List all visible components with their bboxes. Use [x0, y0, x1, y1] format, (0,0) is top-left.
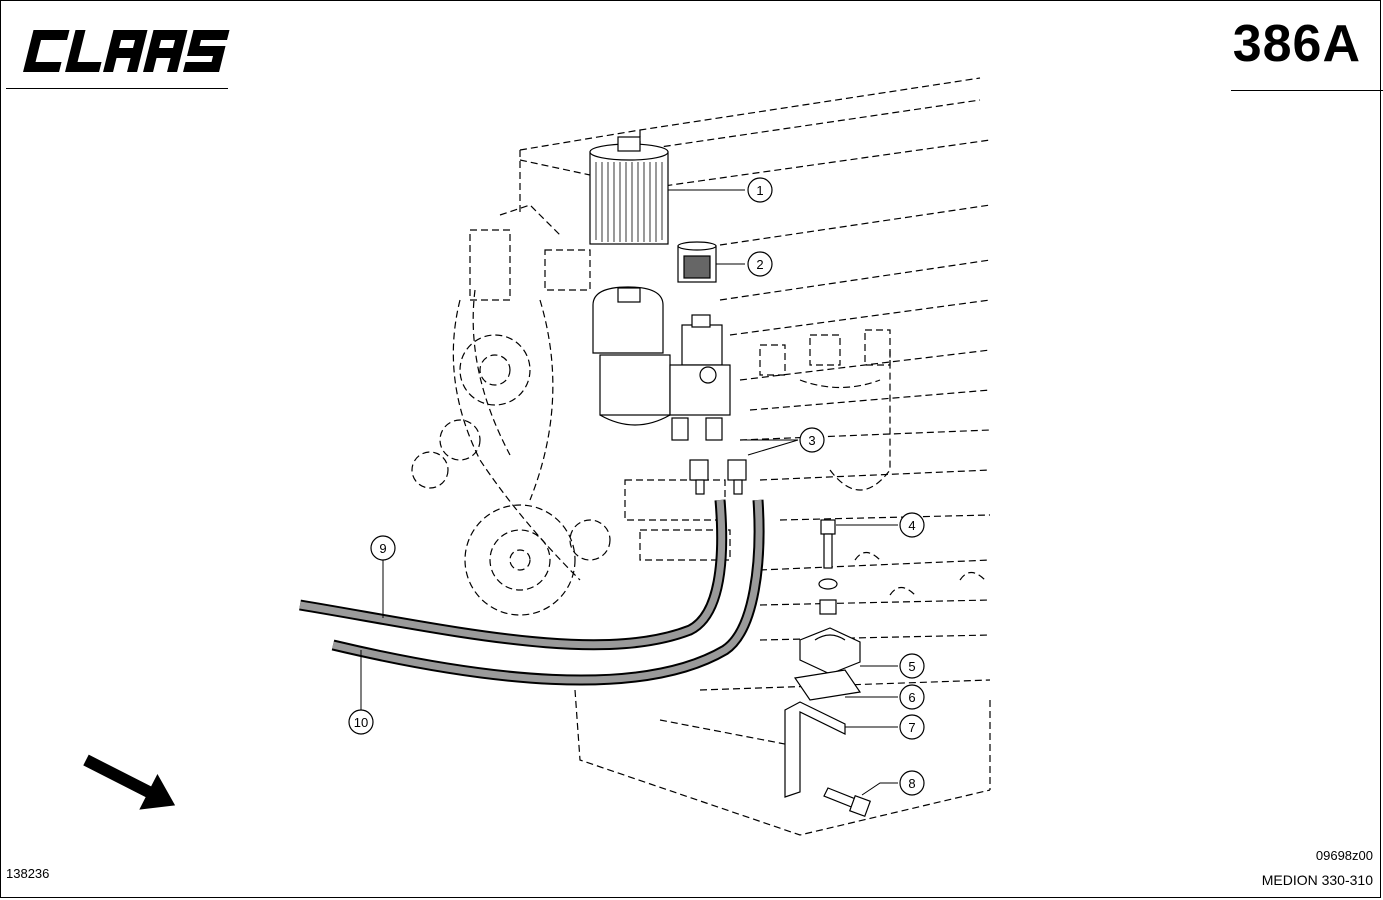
- callout-1: [747, 177, 773, 203]
- part-6-spacer-plate: [793, 669, 862, 701]
- callout-label-9: 9: [379, 541, 386, 556]
- callout-label-5: 5: [908, 659, 915, 674]
- part-1-filter-element: [589, 136, 669, 245]
- callout-7: [899, 714, 925, 740]
- callout-6: [899, 684, 925, 710]
- engine-block-outline: [411, 77, 991, 836]
- callout-label-2: 2: [756, 257, 763, 272]
- hoses: [299, 499, 765, 686]
- part-5-clamp: [799, 627, 861, 675]
- callout-label-7: 7: [908, 720, 915, 735]
- figure-id: 09698z00: [1315, 848, 1373, 863]
- callout-label-6: 6: [908, 690, 915, 705]
- callout-label-3: 3: [808, 433, 815, 448]
- callout-5: [899, 653, 925, 679]
- travel-direction-arrow-icon: [83, 754, 176, 810]
- callout-label-8: 8: [908, 776, 915, 791]
- callout-3: [799, 427, 825, 453]
- callout-8: [899, 770, 925, 796]
- header-rule-right: [1231, 90, 1383, 91]
- callout-9: [370, 535, 396, 561]
- callout-label-4: 4: [908, 518, 915, 533]
- part-7-bracket: [784, 701, 846, 798]
- callout-leaders: [360, 189, 898, 796]
- callout-label-10: 10: [354, 715, 368, 730]
- model-name: MEDION 330-310: [1261, 872, 1373, 888]
- part-2-strainer: [677, 241, 717, 283]
- page-code: 386A: [1232, 15, 1361, 73]
- catalog-number: 138236: [6, 866, 50, 881]
- callout-4: [899, 512, 925, 538]
- claas-logo: [23, 30, 230, 72]
- header-rule-left: [6, 88, 228, 89]
- callout-label-1: 1: [756, 183, 763, 198]
- filter-head-assembly: [592, 286, 731, 426]
- part-4-bolt-washer-nut: [818, 519, 838, 615]
- part-3-fittings: [671, 417, 747, 495]
- callout-2: [747, 251, 773, 277]
- part-8-mounting-bolt: [823, 787, 872, 818]
- callout-10: [348, 709, 374, 735]
